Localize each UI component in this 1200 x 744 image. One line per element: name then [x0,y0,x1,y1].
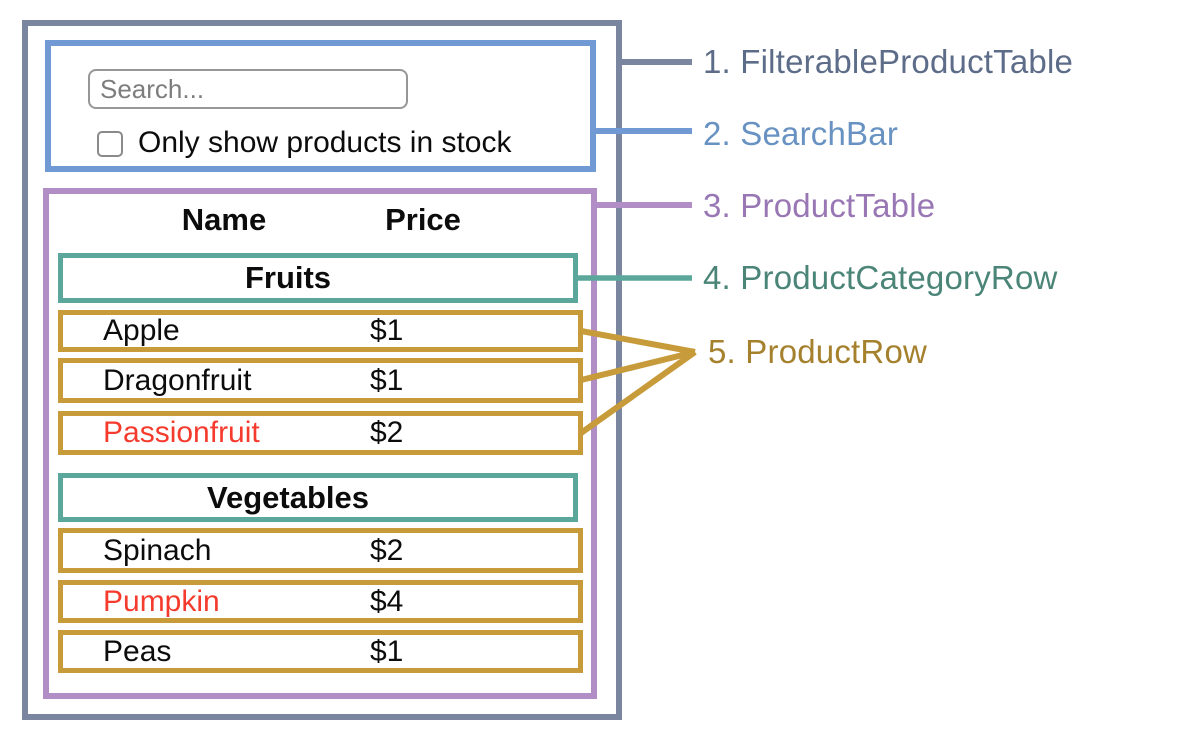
category-row-fruits: Fruits [58,253,578,303]
product-row: Spinach $2 [58,528,583,573]
legend-filterable-product-table: 1. FilterableProductTable [703,43,1074,80]
legend-product-category-row: 4. ProductCategoryRow [703,259,1058,296]
product-price: $4 [370,584,404,618]
category-row-vegetables: Vegetables [58,473,578,522]
product-row: Apple $1 [58,310,583,352]
product-price: $1 [370,634,404,668]
product-table-box [43,188,597,699]
product-name: Peas [103,634,172,668]
product-row: Dragonfruit $1 [58,358,583,403]
legend-product-row: 5. ProductRow [708,333,928,370]
product-name: Spinach [103,533,212,567]
product-price: $1 [370,314,404,347]
product-price: $2 [370,533,404,567]
product-name: Apple [103,314,180,347]
product-price: $1 [370,363,404,397]
product-row: Passionfruit $2 [58,411,583,455]
column-header-name: Name [181,202,267,237]
in-stock-checkbox-label: Only show products in stock [138,126,512,159]
product-name: Passionfruit [103,416,260,449]
legend-search-bar: 2. SearchBar [703,115,899,152]
product-row: Peas $1 [58,630,583,673]
column-header-price: Price [385,202,461,237]
product-price: $2 [370,416,404,449]
search-bar-box [45,40,596,172]
legend-product-table: 3. ProductTable [703,187,936,224]
product-name: Dragonfruit [103,363,252,397]
in-stock-checkbox[interactable] [97,131,123,157]
product-row: Pumpkin $4 [58,580,583,623]
search-input[interactable] [88,69,408,109]
product-name: Pumpkin [103,584,220,618]
